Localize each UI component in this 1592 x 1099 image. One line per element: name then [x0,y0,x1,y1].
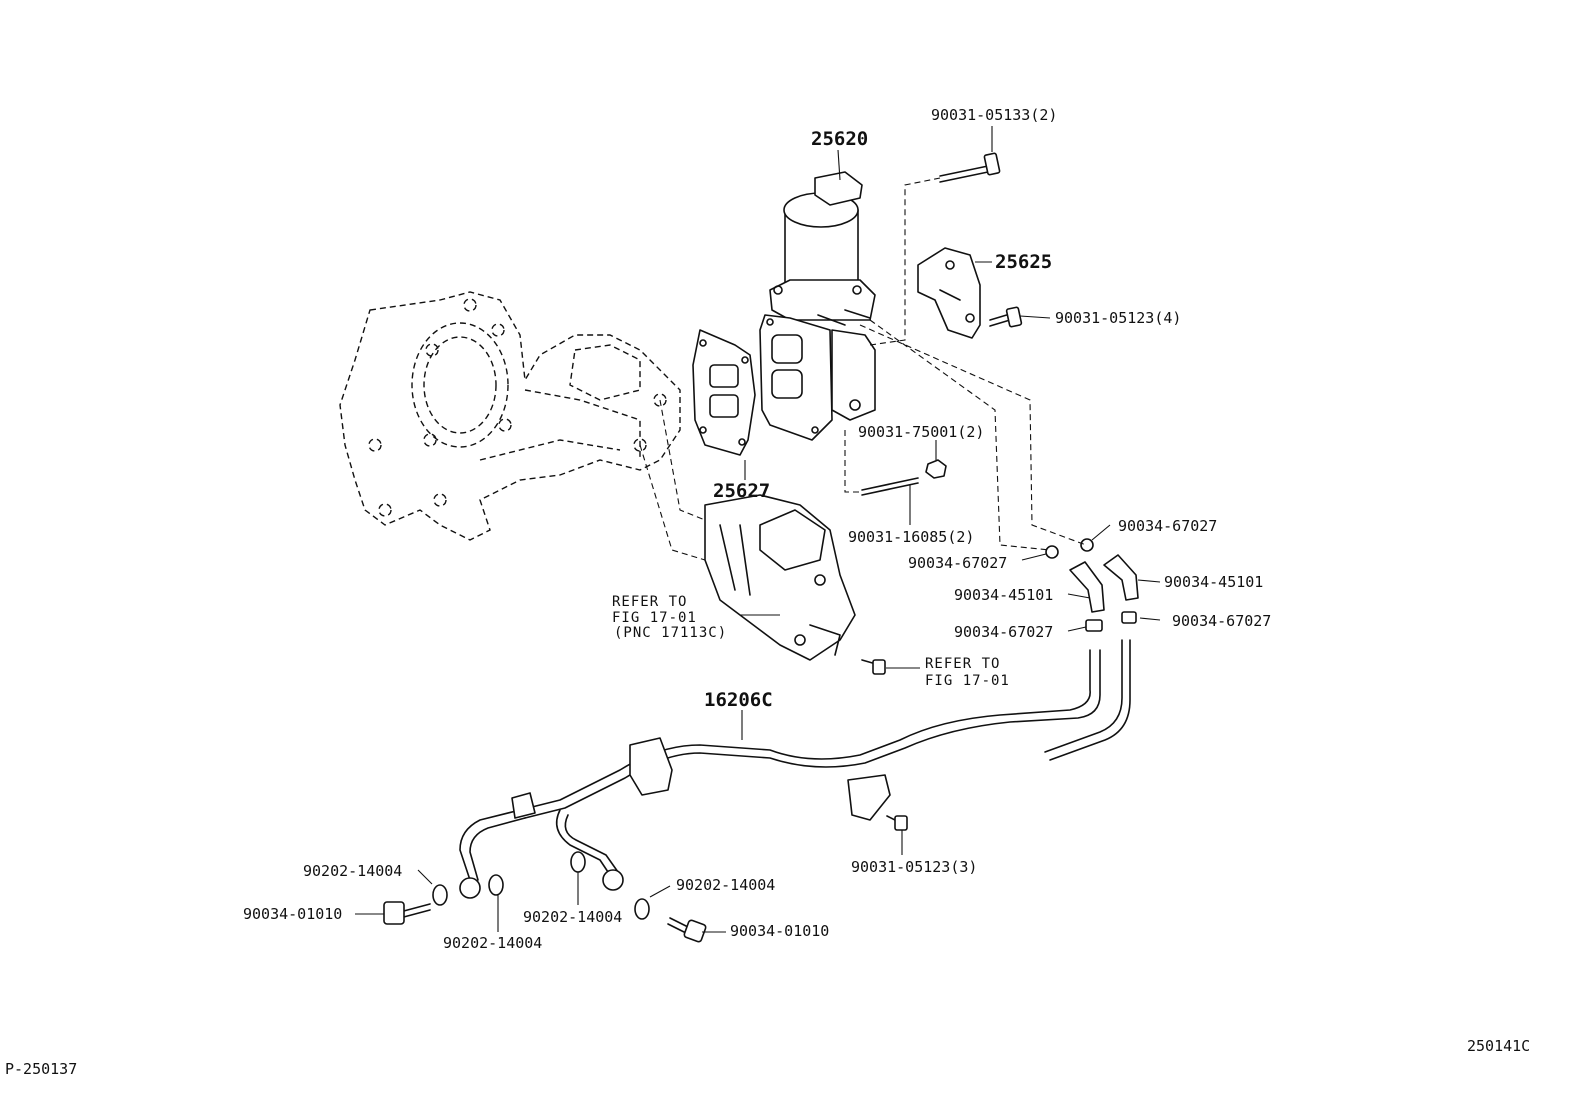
intake-body-ghost [339,291,681,541]
bolt-05123-3-shape [886,815,908,831]
label-gasket-14004-a: 90202-14004 [303,862,402,880]
label-nut-75001: 90031-75001(2) [858,423,984,441]
nut-75001-shape [925,459,947,479]
hose-clips-shape [1045,538,1139,632]
footer-left-code: P-250137 [5,1060,77,1078]
label-gasket-14004-c: 90202-14004 [523,908,622,926]
bracket-25625-shape [917,247,981,339]
label-hose-45101-a: 90034-45101 [1164,573,1263,591]
label-refer-a-1: REFER TO [612,594,687,610]
label-union-01010-b: 90034-01010 [730,922,829,940]
stud-16085-shape [861,477,919,496]
label-refer-a-2: FIG 17-01 [612,610,697,626]
label-stud-16085: 90031-16085(2) [848,528,974,546]
gasket-25627-shape [692,329,756,456]
label-clip-67027-a: 90034-67027 [1118,517,1217,535]
label-clip-67027-d: 90034-67027 [1172,612,1271,630]
union-01010-shapes [383,901,707,943]
label-union-01010-a: 90034-01010 [243,905,342,923]
bolt-refer-shape [861,659,886,675]
label-refer-b-2: FIG 17-01 [925,673,1010,689]
label-refer-a-3: (PNC 17113C) [614,625,727,641]
footer-right-code: 250141C [1467,1037,1530,1055]
label-refer-b-1: REFER TO [925,656,1000,672]
label-gasket-14004-b: 90202-14004 [443,934,542,952]
label-clip-67027-c: 90034-67027 [954,623,1053,641]
assembly-lines [639,177,1087,561]
label-clip-67027-b: 90034-67027 [908,554,1007,572]
insulator-shape [704,494,856,661]
pipe-16206C-shape [459,639,1131,899]
leader-lines [355,126,1161,933]
label-bracket-25625: 25625 [995,251,1052,273]
label-bolt-05123-3: 90031-05123(3) [851,858,977,876]
label-bolt-05133: 90031-05133(2) [931,106,1057,124]
gaskets-lower-shape [432,851,650,920]
bolt-05123-4-shape [989,306,1023,328]
egr-valve-25620-shape [759,171,876,441]
label-gasket-14004-d: 90202-14004 [676,876,775,894]
label-gasket-25627: 25627 [713,480,770,502]
label-pipe-16206C: 16206C [704,689,773,711]
label-bolt-05123-4: 90031-05123(4) [1055,309,1181,327]
label-egr-valve: 25620 [811,128,868,150]
label-hose-45101-b: 90034-45101 [954,586,1053,604]
bolt-05133-shape [939,152,1001,183]
labels: 90031-05133(2) 25620 25625 90031-05123(4… [243,106,1271,952]
